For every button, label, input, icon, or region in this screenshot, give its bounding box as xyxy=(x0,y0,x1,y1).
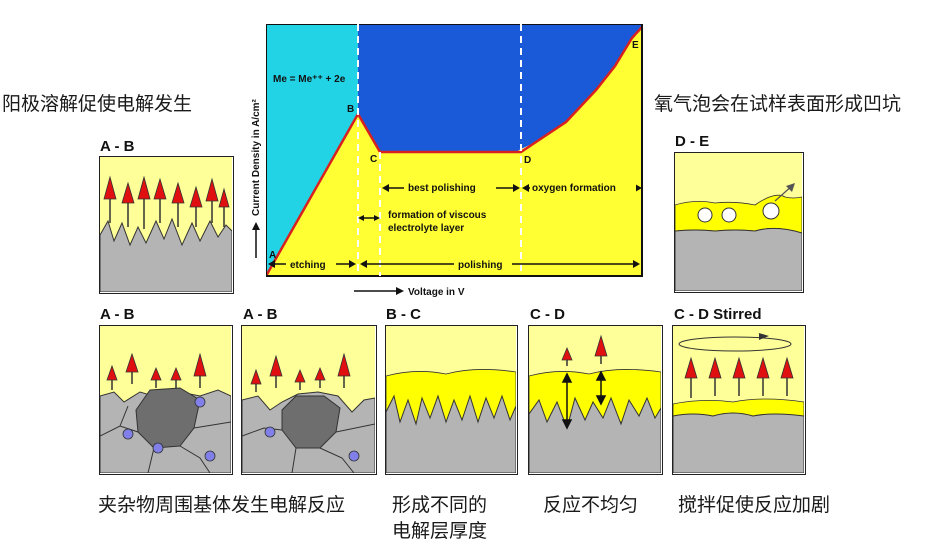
panel-title-top-right: D - E xyxy=(675,133,710,150)
dissolution-arrows xyxy=(684,356,794,398)
caption-oxygen-bubbles: 氧气泡会在试样表面形成凹坑 xyxy=(654,93,902,115)
metal-surface xyxy=(100,217,232,292)
stirring-ellipse xyxy=(678,336,792,352)
particles xyxy=(264,426,360,462)
dissolution-arrows xyxy=(561,334,608,366)
etching-label: etching xyxy=(290,260,326,271)
metal-surface xyxy=(386,394,516,473)
caption-uneven-reaction: 反应不均匀 xyxy=(543,494,639,516)
reaction-label: Me = Me⁺⁺ + 2e xyxy=(273,74,346,85)
particles xyxy=(122,396,216,462)
electrolyte-layer xyxy=(673,398,804,419)
blue-region xyxy=(358,24,642,152)
x-axis-label: Voltage in V xyxy=(408,287,465,298)
panel-bottom-5-stirred xyxy=(672,325,806,475)
metal-surface xyxy=(673,412,804,473)
oxygen-bubble xyxy=(721,207,737,223)
viscous-layer-label-2: electrolyte layer xyxy=(388,223,464,234)
caption-stirring: 搅拌促使反应加剧 xyxy=(678,494,831,516)
point-d-label: D xyxy=(524,155,531,166)
panel-title-bottom-1: A - B xyxy=(100,306,135,323)
oxygen-formation-label: oxygen formation xyxy=(532,183,616,194)
panel-top-left-ab xyxy=(99,156,234,294)
point-e-label: E xyxy=(632,40,639,51)
point-b-label: B xyxy=(347,104,354,115)
metal-surface xyxy=(529,396,661,473)
current-density-curve xyxy=(266,26,643,277)
panel-title-bottom-2: A - B xyxy=(243,306,278,323)
yellow-region xyxy=(266,27,642,276)
dissolution-arrows xyxy=(250,352,351,392)
stirring-arrow xyxy=(759,333,769,340)
panel-title-bottom-5: C - D Stirred xyxy=(674,306,762,323)
panel-top-right-de xyxy=(674,152,804,293)
best-polishing-label: best polishing xyxy=(408,183,476,194)
point-c-label: C xyxy=(370,154,377,165)
y-axis-label-wrap: Current Density in A/cm² xyxy=(251,98,262,258)
viscous-layer-label-1: formation of viscous xyxy=(388,210,487,221)
caption-inclusion-matrix: 夹杂物周围基体发生电解反应 xyxy=(98,494,346,516)
caption-layer-thickness-1: 形成不同的 xyxy=(392,494,488,516)
panel-bottom-3-viscous xyxy=(385,325,518,475)
y-axis-label: Current Density in A/cm² xyxy=(251,98,262,216)
oxygen-bubble-rising xyxy=(762,202,780,220)
polishing-curve-chart: Me = Me⁺⁺ + 2e A B C D E best polishing … xyxy=(266,24,643,298)
panel-title-bottom-4: C - D xyxy=(530,306,565,323)
caption-layer-thickness-2: 电解层厚度 xyxy=(392,520,488,542)
polishing-label: polishing xyxy=(458,260,502,271)
panel-bottom-4-uneven xyxy=(528,325,663,475)
thickness-arrows xyxy=(561,370,607,430)
point-a-label: A xyxy=(269,250,276,261)
metal-surface xyxy=(675,227,802,291)
dissolution-arrows xyxy=(103,175,230,229)
oxygen-bubble xyxy=(697,207,713,223)
panel-title-top-left: A - B xyxy=(100,138,135,155)
panel-bottom-1-inclusion xyxy=(99,325,233,475)
caption-anodic-dissolution: 阳极溶解促使电解发生 xyxy=(2,93,193,115)
dissolution-arrows xyxy=(106,352,207,390)
panel-title-bottom-3: B - C xyxy=(386,306,421,323)
panel-bottom-2-inclusion xyxy=(241,325,377,475)
